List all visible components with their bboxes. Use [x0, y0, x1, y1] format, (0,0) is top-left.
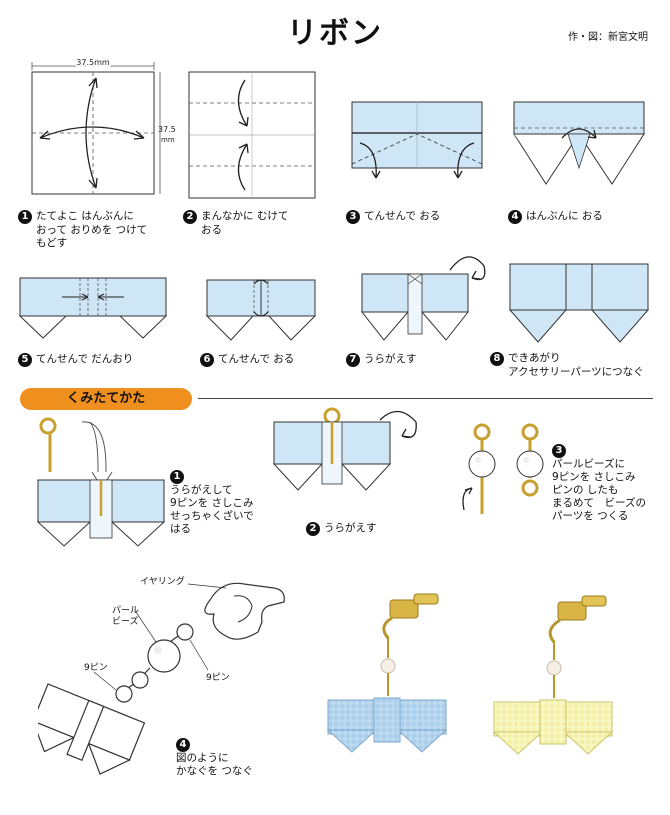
- width-label: 37.5mm: [76, 58, 110, 67]
- step2-number: 2: [183, 210, 197, 224]
- assembly4-number: 4: [176, 738, 190, 752]
- step2-diagram: [188, 71, 316, 199]
- assembly3-caption: 3 パールビーズに 9ピンを さしこみ ピンの したも まるめて ビーズの パー…: [552, 444, 646, 522]
- assembly1-caption: 1 うらがえして 9ピンを さしこみ せっちゃくざいで はる: [170, 470, 254, 535]
- step1-number: 1: [18, 210, 32, 224]
- step6-number: 6: [200, 353, 214, 367]
- pin-label-left: 9ピン: [84, 663, 108, 673]
- step1-diagram: 37.5mm 37.5mm 37.5 mm: [31, 57, 176, 195]
- pearl-shape: [147, 639, 181, 673]
- step5-diagram: [18, 277, 168, 339]
- assembly1-number: 1: [170, 470, 184, 484]
- yellow-earring: [492, 595, 614, 755]
- step7-number: 7: [346, 353, 360, 367]
- step6-diagram: [205, 279, 317, 341]
- step3-number: 3: [346, 210, 360, 224]
- step5-number: 5: [18, 353, 32, 367]
- assembly3-diagram: [462, 423, 544, 514]
- step7-diagram: [360, 256, 486, 341]
- step3-diagram: [351, 101, 483, 179]
- step8-diagram: [508, 263, 650, 343]
- blue-earring: [326, 593, 448, 753]
- section-divider: [198, 398, 653, 399]
- assembly2-diagram: [272, 407, 417, 491]
- height-label: 37.5: [158, 125, 176, 134]
- pearl-beads-label: パール ビーズ: [112, 606, 140, 627]
- pin-label-right: 9ピン: [206, 673, 230, 683]
- credit-text: 作・図：新宮文明: [568, 32, 648, 43]
- finished-earrings-photo: [326, 593, 614, 755]
- height-unit: mm: [161, 136, 175, 144]
- assembly4-caption: 4 図のように かなぐを つなぐ: [176, 738, 253, 777]
- page-title: リボン: [287, 16, 383, 51]
- assembly-heading: くみたてかた: [20, 388, 192, 410]
- assembly3-number: 3: [552, 444, 566, 458]
- step4-diagram: [513, 101, 645, 185]
- step4-number: 4: [508, 210, 522, 224]
- assembly1-diagram: [36, 417, 166, 547]
- earring-label: イヤリング: [140, 577, 185, 587]
- width-label-bg: 37.5mm: [76, 58, 110, 67]
- assembly4-diagram: [38, 582, 285, 775]
- step8-number: 8: [490, 352, 504, 366]
- assembly2-number: 2: [306, 522, 320, 536]
- earring-clip-shape: [204, 582, 285, 640]
